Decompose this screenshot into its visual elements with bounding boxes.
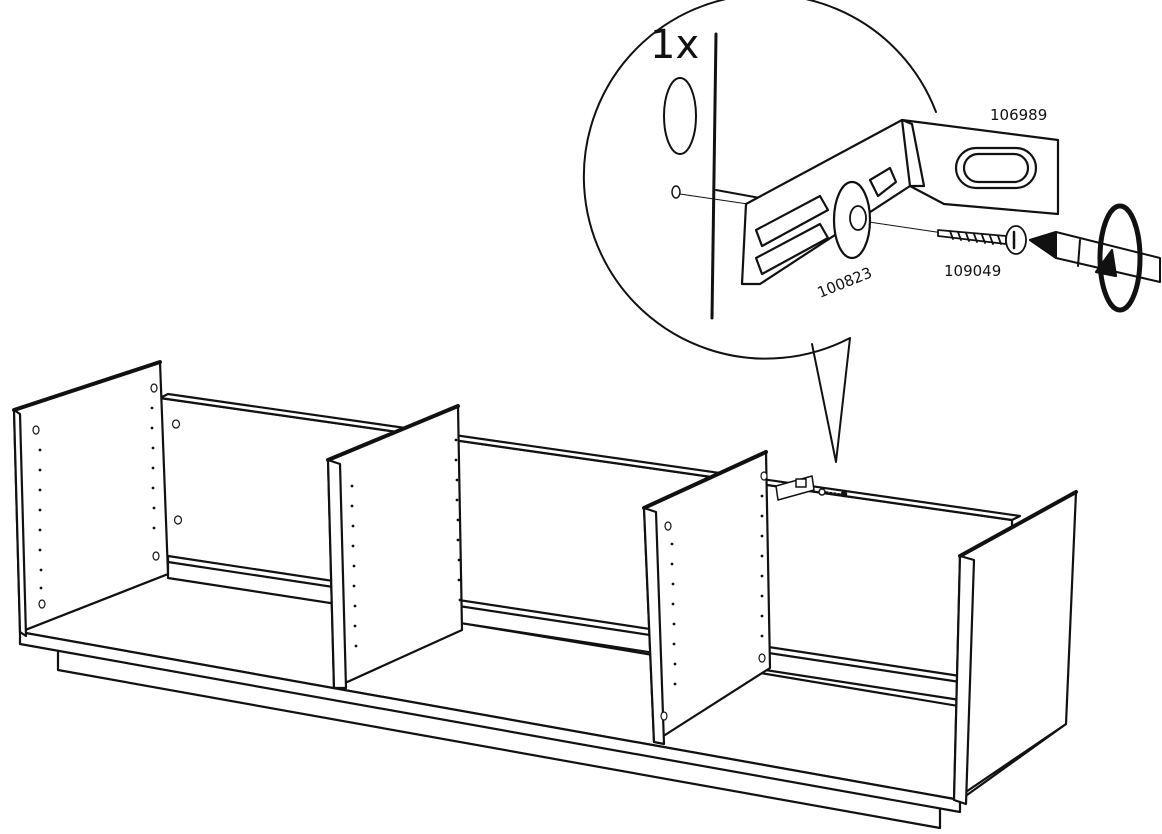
right-divider-edge bbox=[642, 506, 666, 746]
rotate-arrow-icon bbox=[1094, 203, 1143, 313]
left-divider-edge bbox=[326, 458, 348, 690]
bracket-icon bbox=[740, 118, 1060, 286]
pilot-hole bbox=[671, 185, 681, 199]
shelf-unit bbox=[12, 360, 1078, 830]
left-side-panel-edge bbox=[12, 408, 28, 638]
washer-icon bbox=[832, 180, 872, 260]
screw-icon bbox=[937, 225, 1027, 255]
wall-hole bbox=[663, 77, 697, 155]
bottom-board-edge bbox=[18, 630, 962, 814]
bracket-location-marker bbox=[775, 475, 848, 501]
shelf-pin-dots bbox=[38, 406, 764, 686]
right-side-panel-edge bbox=[952, 554, 976, 806]
part-number-screw: 109049 bbox=[944, 262, 1001, 280]
peg-holes bbox=[32, 383, 768, 721]
part-number-bracket: 106989 bbox=[990, 106, 1047, 124]
screwdriver-icon bbox=[1029, 231, 1161, 283]
quantity-label: 1x bbox=[650, 22, 699, 68]
